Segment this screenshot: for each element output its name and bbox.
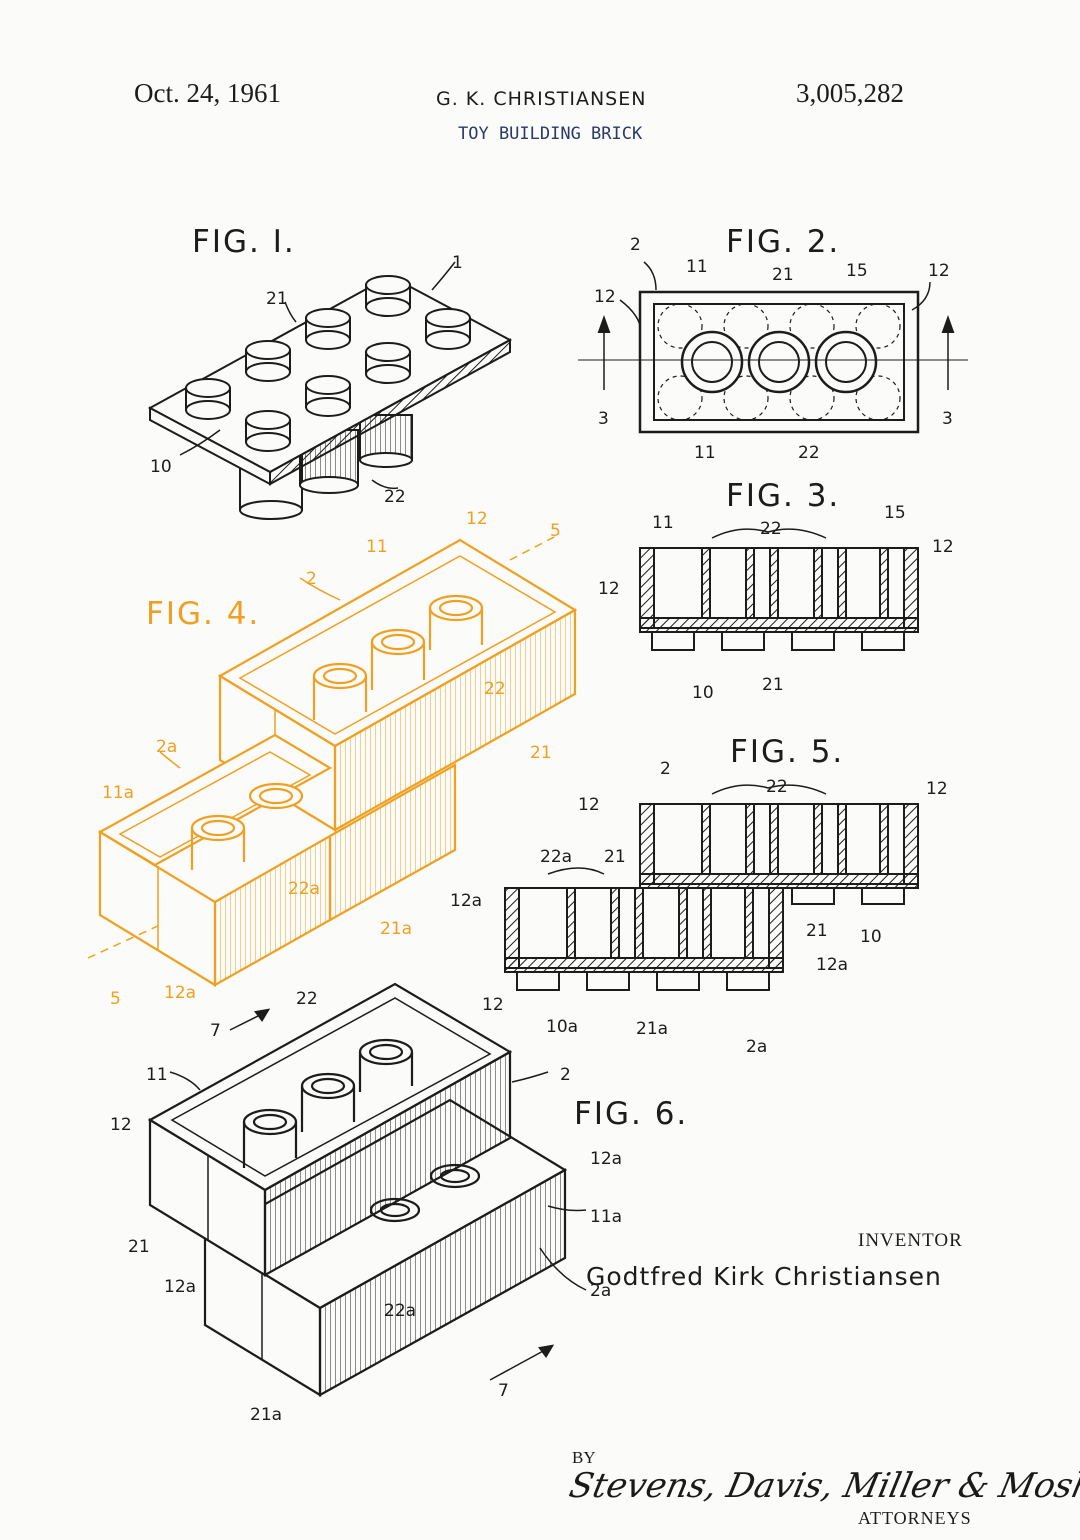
fig2-ref-15: 15 [846, 261, 868, 281]
fig3-ref-12-right: 12 [932, 537, 954, 557]
fig6-ref-21: 21 [128, 1237, 150, 1257]
by-label: BY [572, 1448, 596, 1467]
fig6-ref-12a-top: 12a [590, 1149, 622, 1169]
fig6-ref-22: 22 [296, 989, 318, 1009]
fig2-ref-3-left: 3 [598, 409, 609, 429]
fig6-ref-7-bottom: 7 [498, 1381, 509, 1401]
figure-3: FIG. 3. 11 22 15 12 12 10 21 [598, 478, 954, 703]
fig3-label: FIG. 3. [726, 478, 840, 514]
fig5-ref-2a: 2a [746, 1037, 767, 1057]
fig6-ref-12-left: 12 [110, 1115, 132, 1135]
fig4-ref-12: 12 [466, 509, 488, 529]
attorney-signature: Stevens, Davis, Miller & Mosher [565, 1466, 1080, 1506]
fig5-ref-21a: 21a [636, 1019, 668, 1039]
fig4-ref-11: 11 [366, 537, 388, 557]
inventor-label: INVENTOR [858, 1230, 963, 1251]
fig3-ref-22: 22 [760, 519, 782, 539]
fig6-ref-12a-left: 12a [164, 1277, 196, 1297]
fig5-ref-10a: 10a [546, 1017, 578, 1037]
fig2-ref-12-left: 12 [594, 287, 616, 307]
fig6-ref-11: 11 [146, 1065, 168, 1085]
fig5-ref-12a-left: 12a [450, 891, 482, 911]
fig6-ref-2: 2 [560, 1065, 571, 1085]
fig5-ref-10: 10 [860, 927, 882, 947]
fig2-ref-3-right: 3 [942, 409, 953, 429]
fig5-ref-21-upper: 21 [604, 847, 626, 867]
fig4-label: FIG. 4. [146, 596, 260, 632]
fig6-ref-2a: 2a [590, 1281, 611, 1301]
fig6-label: FIG. 6. [574, 1096, 688, 1132]
attorneys-label: ATTORNEYS [858, 1508, 972, 1528]
fig4-ref-21: 21 [530, 743, 552, 763]
figure-1: FIG. I. [147, 224, 513, 520]
fig6-ref-21a: 21a [250, 1405, 282, 1425]
fig2-label: FIG. 2. [726, 224, 840, 260]
fig4-ref-5-top: 5 [550, 521, 561, 541]
fig4-ref-22a: 22a [288, 879, 320, 899]
fig2-ref-21: 21 [772, 265, 794, 285]
fig1-studs [185, 275, 471, 452]
fig5-ref-21-lower: 21 [806, 921, 828, 941]
fig4-ref-11a: 11a [102, 783, 134, 803]
fig3-ref-21: 21 [762, 675, 784, 695]
fig4-ref-2a: 2a [156, 737, 177, 757]
fig5-label: FIG. 5. [730, 734, 844, 770]
fig2-hidden-studs [657, 303, 901, 421]
fig6-ref-11a: 11a [590, 1207, 622, 1227]
fig6-ref-7-top: 7 [210, 1021, 221, 1041]
fig1-ref-22: 22 [384, 487, 406, 507]
patent-title: TOY BUILDING BRICK [458, 124, 643, 144]
figure-2: FIG. 2. 2 11 21 15 12 [578, 224, 968, 463]
fig2-ref-2: 2 [630, 235, 641, 255]
fig3-ref-10: 10 [692, 683, 714, 703]
figure-6: FIG. 6. [110, 982, 688, 1425]
patent-date: Oct. 24, 1961 [134, 78, 281, 108]
fig2-ref-22: 22 [798, 443, 820, 463]
inventor-header: G. K. CHRISTIANSEN [436, 88, 647, 110]
fig1-label: FIG. I. [192, 224, 296, 260]
fig5-ref-12-right: 12 [926, 779, 948, 799]
fig2-ref-11-top: 11 [686, 257, 708, 277]
fig5-ref-12a-right: 12a [816, 955, 848, 975]
fig6-ref-22a: 22a [384, 1301, 416, 1321]
fig5-ref-22a: 22a [540, 847, 572, 867]
fig4-ref-2: 2 [306, 569, 317, 589]
fig5-ref-2: 2 [660, 759, 671, 779]
fig5-ref-22: 22 [766, 777, 788, 797]
fig2-ref-11-bottom: 11 [694, 443, 716, 463]
fig1-ref-21: 21 [266, 289, 288, 309]
fig1-ref-1: 1 [452, 253, 463, 273]
fig3-ref-11: 11 [652, 513, 674, 533]
fig1-ref-10: 10 [150, 457, 172, 477]
fig4-ref-5-bottom: 5 [110, 989, 121, 1009]
fig2-tubes [680, 330, 878, 394]
fig4-ref-22: 22 [484, 679, 506, 699]
fig3-ref-15: 15 [884, 503, 906, 523]
figure-4: FIG. 4. [87, 509, 578, 1009]
fig6-ref-12-top: 12 [482, 995, 504, 1015]
fig5-ref-12-left: 12 [578, 795, 600, 815]
fig4-ref-12a: 12a [164, 983, 196, 1003]
patent-number: 3,005,282 [796, 78, 904, 108]
fig3-ref-12-left: 12 [598, 579, 620, 599]
fig4-ref-21a: 21a [380, 919, 412, 939]
inventor-name: Godtfred Kirk Christiansen [586, 1262, 942, 1291]
figure-5: FIG. 5. [450, 734, 948, 1057]
fig2-ref-12-right: 12 [928, 261, 950, 281]
